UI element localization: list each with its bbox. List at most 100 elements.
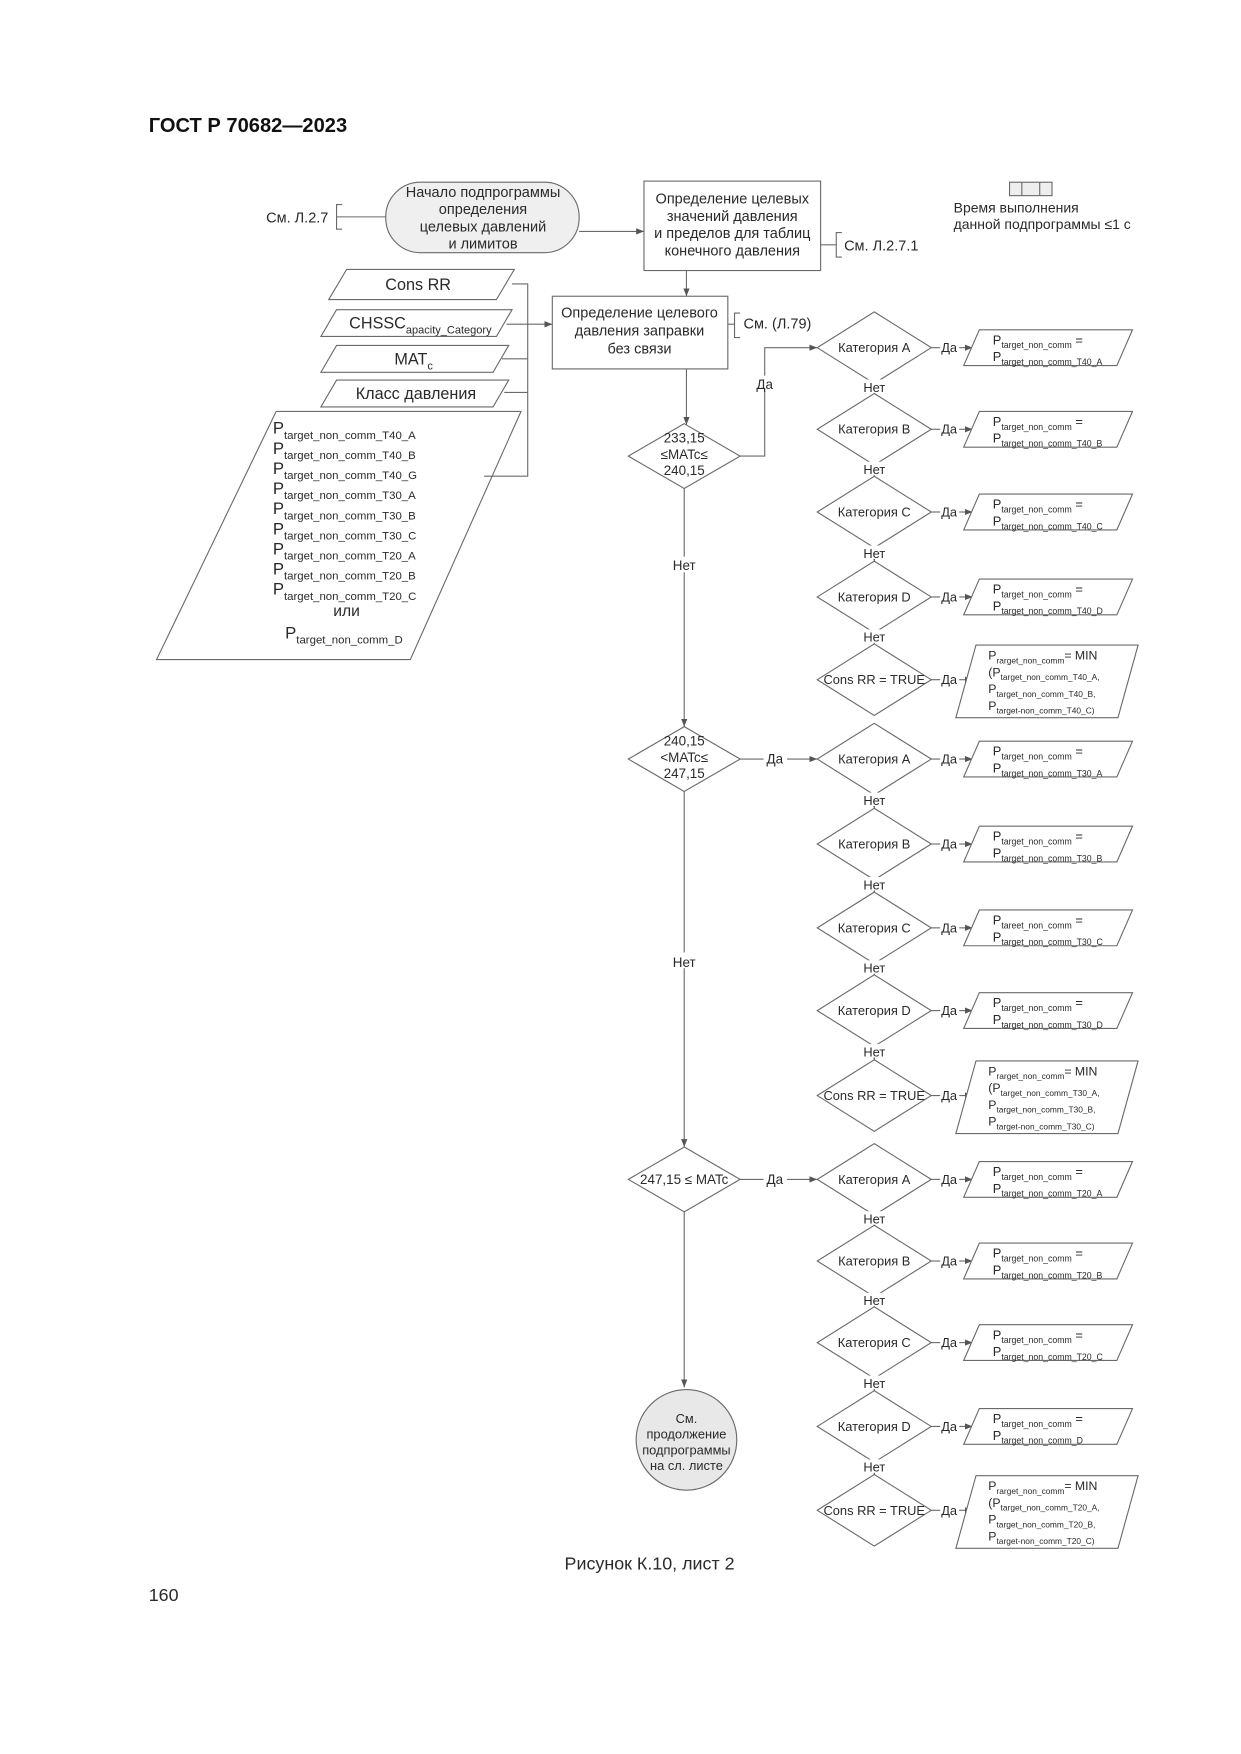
page-number: 160 [149,1585,179,1605]
no-label: Нет [863,1376,885,1391]
result-text: Prarget_non_comm= MIN [988,1064,1097,1081]
text-segment: P [993,1246,1002,1261]
or-label: или [333,603,360,620]
category-decision [816,1059,933,1132]
text-segment: P [993,1262,1002,1277]
yes-label: Да [941,1253,958,1268]
parameter-item: Ptarget_non_comm_T20_C [273,580,417,603]
result-text: Ptarget_non_comm_T20_B, [988,1513,1095,1530]
result-text: Ptarget_non_comm_T40_D [993,598,1103,616]
parameter-item: Ptarget_non_comm_T30_B [273,499,416,522]
subscript: target_non_comm [1001,589,1071,599]
subscript: target_non_comm_D [296,634,402,646]
label-bg [668,556,700,573]
result-text: Ptarget_non_comm_T30_D [993,1012,1103,1030]
text-segment: P [988,1064,996,1078]
result-text: Ptarget_non_comm_T30_B [993,845,1103,863]
document-header: ГОСТ Р 70682—2023 [149,115,347,137]
input-parallelogram [319,379,510,408]
no-label: Нет [673,955,696,970]
result-text: (Ptarget_non_comm_T40_A, [988,665,1099,682]
label-bg [860,379,888,393]
start-text: целевых давлений [420,219,546,235]
label-bg [860,792,888,807]
decision-text: Категория D [838,1419,911,1434]
start-text: и лимитов [448,237,517,253]
text-segment: P [988,1098,996,1112]
label-bg [860,1044,888,1058]
subscript: target_non_comm_T30_B [284,510,416,522]
input-parallelogram [327,268,516,301]
decision-text: <MATc≤ [660,750,708,765]
label-bg [753,375,776,392]
yes-label: Да [941,504,958,519]
decision-text: 240,15 [664,734,705,749]
subscript: target_non_comm [1001,1003,1071,1013]
no-label: Нет [863,1044,885,1059]
decision-text: ≤MATc≤ [661,447,708,462]
subscript: target_non_comm_T40_A [1001,357,1102,367]
yes-label: Да [941,589,958,604]
yes-label: Да [941,1003,958,1018]
text-segment: (P [988,1081,1000,1095]
result-text: Ptarget_non_comm_T40_B [993,431,1103,449]
subscript: target-non_comm_T30_C) [996,1121,1094,1131]
process-text: Определение целевого [561,305,718,321]
text-segment: P [993,497,1002,512]
parameter-item: Ptarget_non_comm_T40_B [273,439,416,462]
subscript: rarget_non_comm [996,1486,1064,1496]
text-segment: P [988,1529,996,1543]
subscript: target_non_comm_T40_G [284,470,417,482]
text-segment: = [1072,1327,1083,1342]
label-bg [860,1459,888,1473]
result-text: Ptarget_non_comm_T30_B, [988,1098,1095,1115]
input-label: CHSSCapacity_Category [349,315,492,337]
parameter-item: Ptarget_non_comm_D [285,623,403,646]
text-segment: P [273,539,284,558]
process-text: без связи [607,341,671,357]
decision-text: Категория D [838,589,911,604]
yes-label: Да [941,920,958,935]
continuation-text: на сл. листе [650,1458,723,1473]
subscript: target_non_comm_T20_B, [996,1519,1095,1529]
subscript: target_non_comm [1001,340,1071,350]
subscript: target_non_comm_T20_C [284,591,416,603]
result-text: Ptarget_non_comm = [993,1411,1083,1429]
text-segment: P [993,598,1002,613]
result-parallelogram [962,1324,1134,1362]
legend-text: Время выполнения [954,199,1079,215]
subscript: target_non_comm_T30_D [1001,1020,1102,1030]
label-bg [860,1375,888,1390]
label-bg [668,952,700,969]
process-box-target-pressure [551,295,729,370]
text-segment: P [273,479,284,498]
subscript: target-non_comm_T20_C) [996,1536,1094,1546]
text-segment: P [993,349,1002,364]
parameter-item: Ptarget_non_comm_T40_A [273,419,416,442]
text-segment: P [273,439,284,458]
no-label: Нет [863,793,885,808]
yes-label: Да [941,1419,958,1434]
yes-label: Да [941,340,958,355]
process-text: конечного давления [665,243,800,259]
decision-text: 247,15 ≤ MATc [640,1172,729,1187]
text-segment: P [988,1479,996,1493]
text-segment: (P [988,665,1000,679]
min-result-parallelogram [955,644,1139,719]
label-bg [860,1211,888,1225]
text-segment: = MIN [1064,649,1097,663]
decision-text: Категория A [838,340,911,355]
text-segment: P [273,419,284,438]
decision-text: Категория C [838,504,911,519]
text-segment: MAT [394,350,427,368]
subscript: tareet_non_comm [1001,920,1071,930]
subscript: target_non_comm_T30_B [1001,853,1102,863]
subscript: target_non_comm [1001,505,1071,515]
decision-text: Cons RR = TRUE [824,672,926,687]
decision-text: Категория D [838,1003,911,1018]
subscript: target_non_comm [1001,752,1071,762]
text-segment: P [273,519,284,538]
yes-label: Да [941,672,958,687]
result-parallelogram [962,578,1134,616]
text-segment: P [273,560,284,579]
